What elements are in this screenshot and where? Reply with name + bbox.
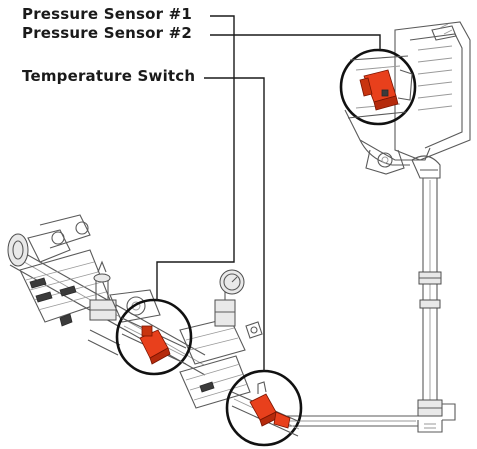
vertical-riser-pipe [418,178,455,432]
leader-line-pressure-sensor-1 [157,16,234,300]
temperature-switch-label: Temperature Switch [22,67,195,85]
pressure-sensor-1-detail [122,318,186,364]
leader-line-pressure-sensor-2 [210,35,380,50]
temperature-switch-detail [232,382,300,436]
horizontal-return-line [285,416,418,426]
pressure-sensor-2-detail [348,56,412,118]
pressure-sensor-2-label: Pressure Sensor #2 [22,24,192,42]
pressure-sensor-1-label: Pressure Sensor #1 [22,5,192,23]
left-pipe-manifold [8,215,262,408]
